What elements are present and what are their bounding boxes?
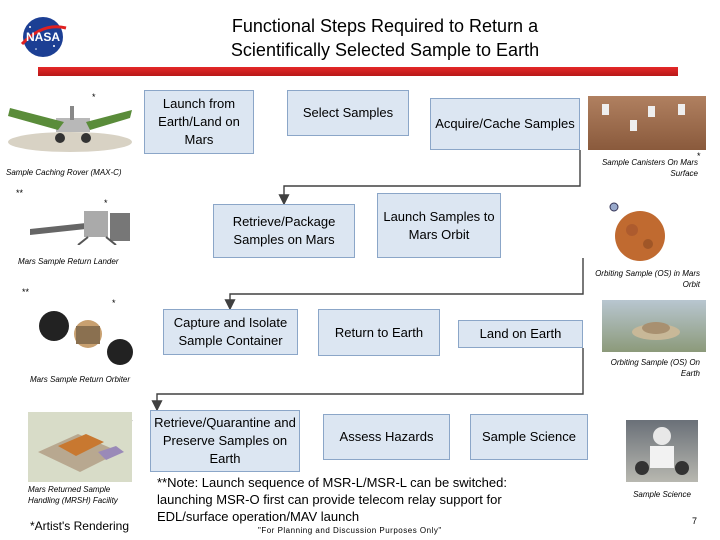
launch-sequence-note: **Note: Launch sequence of MSR-L/MSR-L c… [157, 475, 507, 524]
step-quarantine-preserve: Retrieve/Quarantine and Preserve Samples… [150, 410, 300, 472]
orbiter-double-marker: ** [22, 287, 30, 297]
canisters-photo [588, 96, 706, 150]
os-on-earth-photo [602, 300, 706, 352]
title-line-2: Scientifically Selected Sample to Earth [230, 40, 540, 60]
title-accent-bar [38, 67, 678, 76]
facility-illustration [28, 412, 132, 482]
caption-lander: Mars Sample Return Lander [18, 257, 119, 266]
lander-double-marker: ** [16, 188, 24, 198]
caption-canisters: Sample Canisters On Mars Surface [601, 158, 698, 178]
caption-rover: Sample Caching Rover (MAX-C) [6, 168, 122, 177]
orbiter-illustration [34, 304, 138, 366]
slide-title: Functional Steps Required to Return a Sc… [150, 14, 620, 62]
lab-worker-icon [635, 427, 689, 475]
facility-icon [38, 434, 124, 472]
lander-icon [30, 211, 130, 246]
orbiter-artist-marker: * [112, 298, 116, 308]
caption-orbiter: Mars Sample Return Orbiter [30, 375, 131, 384]
step-land-on-earth: Land on Earth [458, 320, 583, 348]
rover-artist-marker: * [92, 92, 96, 102]
step-assess-hazards: Assess Hazards [323, 414, 450, 460]
nasa-logo-text: NASA [26, 30, 60, 44]
nasa-logo: NASA [16, 14, 70, 60]
planning-footer: "For Planning and Discussion Purposes On… [258, 526, 442, 535]
nasa-meatball-icon: NASA [20, 17, 67, 57]
step-return-to-earth: Return to Earth [318, 309, 440, 356]
page-number: 7 [692, 516, 698, 526]
lander-illustration [26, 205, 138, 246]
orbiter-icon [39, 311, 133, 365]
caption-sample-science: Sample Science [633, 490, 691, 499]
connector-row2-to-row3 [224, 258, 584, 311]
artist-rendering-note: *Artist's Rendering [30, 519, 129, 533]
sample-science-photo [626, 420, 698, 482]
rover-icon [8, 106, 132, 152]
connector-row1-to-row2 [278, 150, 581, 206]
caption-orbiting-sample: Orbiting Sample (OS) in Mars Orbit [595, 269, 700, 289]
rover-illustration [6, 100, 134, 158]
step-acquire-cache: Acquire/Cache Samples [430, 98, 580, 150]
mars-planet-icon [609, 202, 665, 261]
canisters-artist-marker: * [697, 151, 701, 161]
title-line-1: Functional Steps Required to Return a [231, 16, 539, 36]
caption-os-on-earth: Orbiting Sample (OS) On Earth [610, 358, 700, 378]
connector-row3-to-row4 [151, 348, 584, 412]
os-capsule-icon [632, 322, 680, 340]
step-launch-to-orbit: Launch Samples to Mars Orbit [377, 193, 501, 258]
step-sample-science: Sample Science [470, 414, 588, 460]
step-retrieve-package: Retrieve/Package Samples on Mars [213, 204, 355, 258]
canisters-icon [602, 104, 685, 131]
lander-artist-marker: * [104, 198, 108, 208]
step-select-samples: Select Samples [287, 90, 409, 136]
caption-facility: Mars Returned Sample Handling (MRSH) Fac… [28, 485, 118, 505]
mars-orbiting-sample-image [606, 200, 666, 262]
step-capture-isolate: Capture and Isolate Sample Container [163, 309, 298, 355]
step-launch-land: Launch from Earth/Land on Mars [144, 90, 254, 154]
